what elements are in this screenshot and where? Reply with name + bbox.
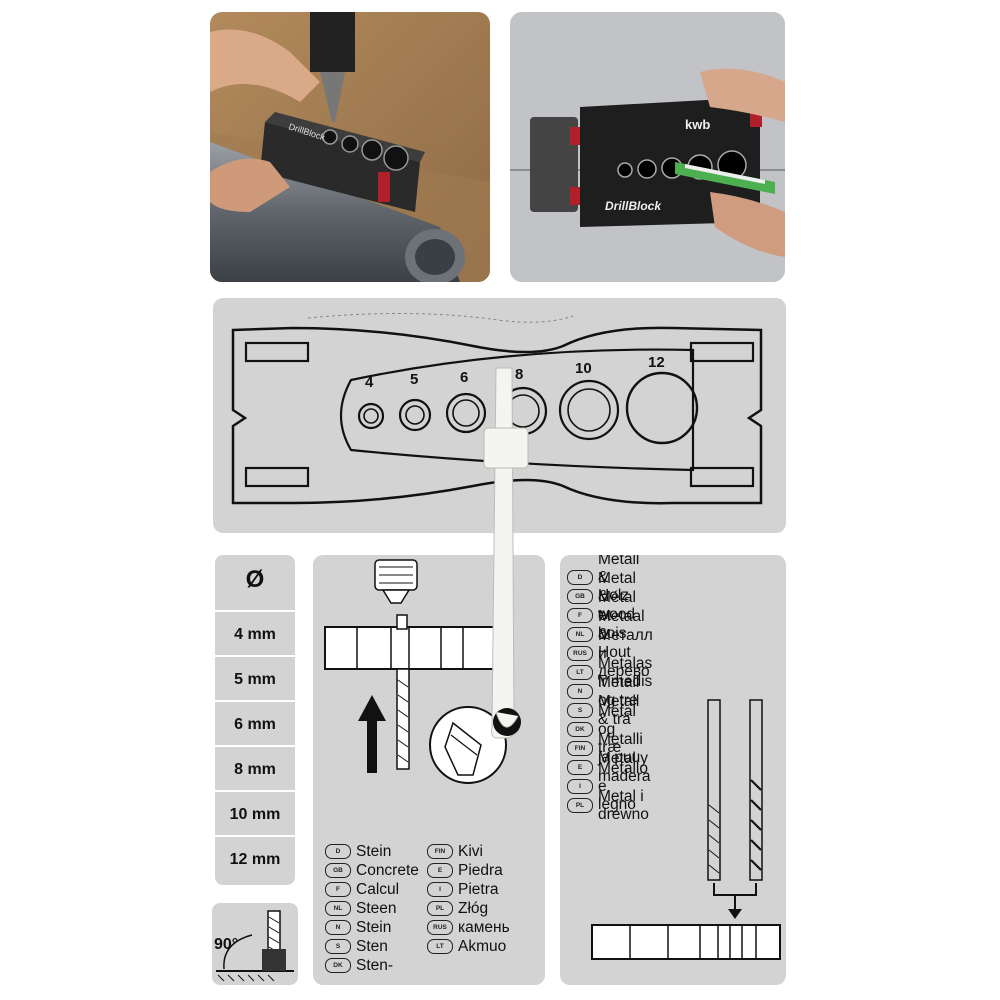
hole-4 bbox=[357, 402, 385, 430]
hole-label-6: 6 bbox=[460, 369, 468, 386]
diameter-symbol: Ø bbox=[245, 566, 265, 593]
photo-drilling-pipe: DrillBlock bbox=[210, 12, 490, 282]
size-10mm: 10 mm bbox=[215, 790, 295, 837]
lang-badge: FIN bbox=[427, 844, 453, 859]
stone-drilling-diagram bbox=[324, 559, 507, 784]
lang-text: Pietra bbox=[458, 880, 499, 898]
lang-text: Sten bbox=[356, 937, 388, 955]
lang-badge: LT bbox=[567, 665, 593, 680]
lang-badge: E bbox=[567, 760, 593, 775]
block-diagram-panel: 4 5 6 8 10 12 bbox=[213, 298, 786, 533]
hole-label-4: 4 bbox=[365, 374, 374, 391]
angle-label: 90° bbox=[214, 936, 238, 953]
stone-panel: D Stein GB Concrete F Calcul NL Steen N Stein… bbox=[313, 555, 545, 985]
lang-text: Metall & trä bbox=[598, 692, 640, 728]
hole-label-8: 8 bbox=[515, 366, 523, 383]
lang-text: Akmuo bbox=[458, 937, 507, 955]
lang-badge: F bbox=[567, 608, 593, 623]
lang-badge: D bbox=[567, 570, 593, 585]
lang-badge: N bbox=[325, 920, 351, 935]
hole-5 bbox=[398, 398, 432, 432]
hole-label-12: 12 bbox=[648, 354, 665, 371]
lang-badge: GB bbox=[567, 589, 593, 604]
lang-text: камень bbox=[458, 918, 510, 936]
angle-panel: 90° bbox=[212, 903, 298, 985]
lang-badge: RUS bbox=[427, 920, 453, 935]
lang-text: Kivi bbox=[458, 842, 483, 860]
lang-text: Metalas ir medis bbox=[598, 654, 653, 690]
lang-text: Metal i drewno bbox=[598, 787, 649, 823]
lang-badge: GB bbox=[325, 863, 351, 878]
lang-text: Piedra bbox=[458, 861, 503, 879]
lang-text: Metaal & Hout bbox=[598, 607, 645, 661]
right-angle-icon: 90° bbox=[214, 910, 294, 982]
lang-badge: DK bbox=[325, 958, 351, 973]
lang-text: Metalli ja puu bbox=[598, 730, 643, 766]
size-8mm: 8 mm bbox=[215, 745, 295, 792]
lang-badge: PL bbox=[427, 901, 453, 916]
metal-wood-panel: D Metall & Holz GB Metal & wood F Métal et … bbox=[560, 555, 786, 985]
lang-badge: S bbox=[567, 703, 593, 718]
lang-text: Métal et bois bbox=[598, 588, 636, 642]
arrow-up-icon bbox=[358, 695, 386, 773]
lang-text: Stein bbox=[356, 918, 392, 936]
lang-text: Metallo e legno bbox=[598, 759, 648, 813]
lang-badge: D bbox=[325, 844, 351, 859]
lang-badge: N bbox=[567, 684, 593, 699]
hole-label-5: 5 bbox=[410, 371, 418, 388]
lang-text: Stein bbox=[356, 842, 392, 860]
lang-text: Concrete bbox=[356, 861, 419, 879]
drill-block-outline: 4 5 6 8 10 12 bbox=[231, 312, 763, 505]
lang-text: Metall og tre bbox=[598, 673, 640, 709]
photo-right-brand: kwb bbox=[685, 117, 710, 132]
lang-badge: E bbox=[427, 863, 453, 878]
lang-badge: PL bbox=[567, 798, 593, 813]
hole-8 bbox=[498, 386, 548, 436]
lang-badge: I bbox=[427, 882, 453, 897]
lang-text: Metal y madera bbox=[598, 749, 651, 785]
hole-label-10: 10 bbox=[575, 360, 592, 377]
photo-right-product: DrillBlock bbox=[605, 199, 662, 213]
photo-drilling-wall: kwb DrillBlock bbox=[510, 12, 785, 282]
lang-text: Sten- bbox=[356, 956, 394, 974]
lang-text: Metall & Holz bbox=[598, 555, 640, 604]
size-5mm: 5 mm bbox=[215, 655, 295, 702]
lang-text: Złóg bbox=[458, 899, 489, 917]
lang-badge: FIN bbox=[567, 741, 593, 756]
size-column: Ø 4 mm 5 mm 6 mm 8 mm 10 mm 12 mm bbox=[215, 555, 295, 885]
lang-text: Металл и дерево bbox=[598, 626, 653, 680]
lang-badge: RUS bbox=[567, 646, 593, 661]
lang-text: Calcul bbox=[356, 880, 400, 898]
size-12mm: 12 mm bbox=[215, 835, 295, 882]
hole-6 bbox=[445, 392, 487, 434]
hole-10 bbox=[558, 379, 620, 441]
lang-badge: I bbox=[567, 779, 593, 794]
lang-badge: S bbox=[325, 939, 351, 954]
lang-text: Metal og træ bbox=[598, 702, 636, 756]
lang-text: Metal & wood bbox=[598, 569, 636, 623]
lang-badge: NL bbox=[325, 901, 351, 916]
lang-text: Steen bbox=[356, 899, 397, 917]
size-4mm: 4 mm bbox=[215, 610, 295, 657]
size-6mm: 6 mm bbox=[215, 700, 295, 747]
lang-badge: F bbox=[325, 882, 351, 897]
lang-badge: NL bbox=[567, 627, 593, 642]
lang-badge: LT bbox=[427, 939, 453, 954]
hole-12 bbox=[625, 371, 699, 445]
lang-badge: DK bbox=[567, 722, 593, 737]
